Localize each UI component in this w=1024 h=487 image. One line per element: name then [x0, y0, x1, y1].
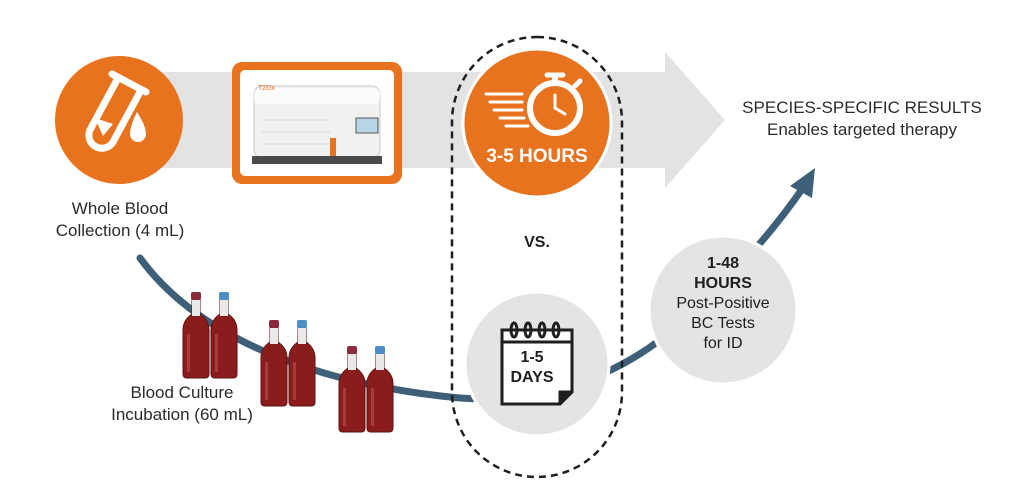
calendar-line2: DAYS: [510, 369, 554, 386]
post-positive-line1: Post-Positive: [676, 295, 770, 312]
post-positive-time1: 1-48: [706, 255, 740, 272]
calendar-text: 1-5 DAYS: [502, 348, 562, 388]
results-label: SPECIES-SPECIFIC RESULTS Enables targete…: [712, 97, 1012, 141]
culture-label: Blood Culture Incubation (60 mL): [82, 382, 282, 426]
comparison-pill: [450, 35, 624, 479]
bottle: [260, 320, 288, 407]
slow-result-circle: [463, 290, 611, 438]
instrument-image: [232, 62, 402, 184]
post-positive-label: 1-48 HOURS Post-Positive BC Tests for ID: [653, 254, 793, 354]
post-positive-line3: for ID: [703, 335, 743, 352]
collection-label-line1: Whole Blood: [71, 199, 169, 218]
bottle: [338, 346, 366, 433]
fast-time-label: 3-5 HOURS: [486, 146, 588, 167]
post-positive-time2: HOURS: [694, 275, 752, 292]
culture-arrowhead: [790, 168, 815, 198]
culture-label-line1: Blood Culture: [130, 383, 234, 402]
bottle: [288, 320, 316, 407]
post-positive-circle: [647, 234, 799, 386]
test-tube-drop-icon: [85, 70, 150, 152]
calendar-line1: 1-5: [520, 349, 544, 366]
bottle: [182, 292, 210, 379]
collection-label: Whole Blood Collection (4 mL): [20, 198, 220, 242]
fast-result-circle: [461, 47, 613, 199]
results-title: SPECIES-SPECIFIC RESULTS: [742, 98, 982, 117]
bottle: [366, 346, 394, 433]
post-positive-line2: BC Tests: [691, 315, 755, 332]
whole-blood-icon-group: [55, 56, 183, 184]
instrument-brand: T2Dx: [258, 85, 275, 92]
vs-label: VS.: [524, 234, 550, 251]
results-subtitle: Enables targeted therapy: [767, 120, 957, 139]
collection-label-line2: Collection (4 mL): [55, 221, 185, 240]
bottle: [210, 292, 238, 379]
calendar-icon: [500, 321, 574, 406]
culture-bottles: [182, 292, 394, 433]
stopwatch-icon: [484, 72, 583, 136]
culture-label-line2: Incubation (60 mL): [111, 405, 253, 424]
